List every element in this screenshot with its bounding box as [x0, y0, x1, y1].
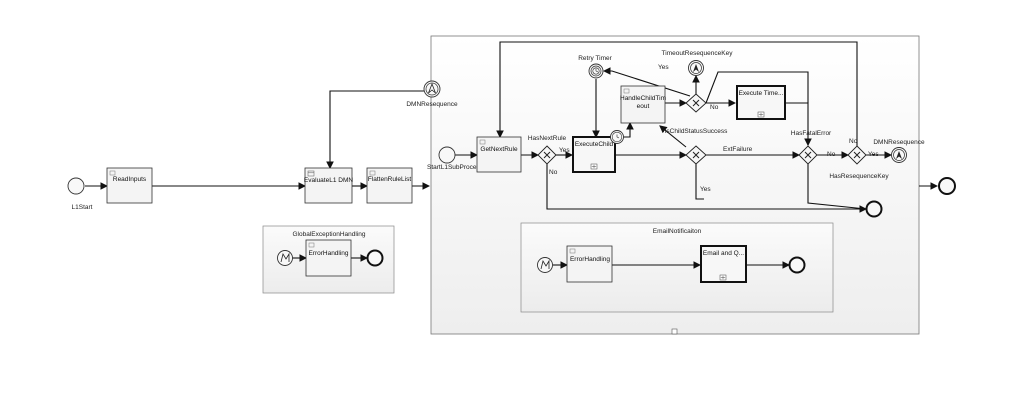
task-execute-time[interactable]: Execute Time... [736, 85, 786, 120]
task-read-inputs-label: ReadInputs [113, 176, 147, 183]
dmn-resequence-right-label: DMNResequence [873, 139, 925, 146]
table-icon [307, 170, 315, 177]
retry-timer-event[interactable] [588, 63, 604, 79]
exclusive-x-icon [853, 151, 861, 159]
task-handle-child-timeout[interactable]: HandleChildTim eout [620, 85, 666, 124]
clock-icon [616, 134, 620, 139]
final-end-event[interactable] [938, 177, 956, 195]
task-type-icon [308, 242, 315, 248]
global-end-event[interactable] [366, 249, 384, 267]
flow-label-no-reseq: No [849, 138, 858, 145]
email-notification-title: EmailNotificaiton [653, 228, 702, 235]
timeout-resequence-key-event[interactable] [688, 60, 704, 76]
gateway-has-resequence-key-label: HasResequenceKey [829, 173, 889, 180]
expand-marker-icon[interactable] [757, 111, 765, 118]
escalation-filled-icon [896, 151, 902, 159]
flow-status-back-timeout[interactable] [659, 125, 687, 148]
task-read-inputs[interactable]: ReadInputs [106, 167, 153, 204]
flow-label-no-fatal: No [827, 151, 836, 158]
task-execute-child[interactable]: ExecuteChild [572, 136, 616, 173]
task-get-next-rule[interactable]: GetNextRule [476, 136, 522, 173]
email-end-event[interactable] [788, 256, 806, 274]
flow-label-ext-failure: ExtFailure [723, 146, 753, 153]
global-exception-title: GlobalExceptionHandling [293, 231, 366, 238]
dmn-resequence-top-label: DMNResequence [406, 101, 458, 108]
task-error-handling-global[interactable]: ErrorHandling [305, 239, 352, 277]
flow-label-yes-reseq: Yes [868, 151, 879, 158]
start-subprocess-event[interactable] [438, 146, 456, 164]
task-handle-child-timeout-label-line1: HandleChildTim [620, 95, 666, 102]
dmn-resequence-right-event[interactable] [891, 147, 907, 163]
flow-timeout-top-loop[interactable] [705, 71, 809, 104]
escalation-filled-icon [693, 64, 699, 72]
dmn-resequence-top-event[interactable] [423, 80, 441, 98]
flow-label-yes-has-next: Yes [559, 147, 570, 154]
task-flatten-rule-list-label: FlattenRuleList [368, 176, 412, 183]
task-get-next-rule-label: GetNextRule [480, 146, 518, 153]
flow-status-yes-down[interactable] [695, 164, 704, 200]
l1start-event[interactable] [67, 177, 85, 195]
gateway-is-child-status-success-label: IsChildStatusSuccess [665, 128, 729, 135]
task-flatten-rule-list[interactable]: FlattenRuleList [366, 167, 413, 204]
error-icon [280, 252, 290, 263]
task-execute-child-label: ExecuteChild [575, 141, 614, 148]
gateway-has-resequence-key[interactable] [847, 145, 867, 165]
exclusive-x-icon [543, 151, 551, 159]
l1start-label: L1Start [72, 204, 93, 211]
error-icon [540, 259, 550, 270]
exclusive-x-icon [804, 151, 812, 159]
task-type-icon [569, 248, 576, 254]
start-subprocess-label: StartL1SubProcess [427, 164, 484, 171]
exclusive-x-icon [692, 99, 700, 107]
task-evaluate-dmn[interactable]: EvaluateL1 DMN [304, 167, 353, 204]
retry-timer-label: Retry Timer [578, 55, 612, 62]
task-email-and-q-label: Email and Q... [703, 250, 744, 257]
exclusive-x-icon [692, 151, 700, 159]
gateway-has-next-rule-label: HasNextRule [528, 135, 567, 142]
gateway-has-fatal-error-label: HasFatalError [791, 130, 832, 137]
global-error-start-event[interactable] [277, 250, 293, 266]
gateway-timeout[interactable] [685, 93, 707, 113]
task-type-icon [109, 170, 116, 176]
flow-hasnext-no[interactable] [546, 164, 868, 213]
task-email-and-q[interactable]: Email and Q... [700, 245, 747, 283]
task-error-handling-global-label: ErrorHandling [308, 250, 348, 257]
email-error-start-event[interactable] [537, 257, 553, 273]
task-evaluate-dmn-label: EvaluateL1 DMN [304, 177, 353, 184]
task-type-icon [479, 139, 486, 145]
task-handle-child-timeout-label-line2: eout [637, 103, 650, 110]
clock-icon [592, 67, 600, 75]
inner-end-event[interactable] [865, 200, 883, 218]
expand-marker-icon[interactable] [719, 274, 727, 281]
task-type-icon [369, 170, 376, 176]
main-subprocess-collapse-marker[interactable] [671, 328, 678, 335]
boundary-timer-event[interactable] [610, 130, 624, 144]
task-error-handling-email[interactable]: ErrorHandling [566, 245, 613, 283]
flow-label-no-timeout: No [710, 104, 719, 111]
gateway-has-next-rule[interactable] [537, 145, 557, 165]
timeout-resequence-key-label: TimeoutResequenceKey [662, 50, 734, 57]
expand-marker-icon[interactable] [590, 163, 598, 170]
flow-reseq-no-loop[interactable] [496, 41, 858, 146]
task-execute-time-label: Execute Time... [739, 90, 784, 97]
flow-label-yes-timeout: Yes [658, 64, 669, 71]
gateway-is-child-status-success[interactable] [685, 145, 707, 165]
flow-label-yes-status: Yes [700, 186, 711, 193]
gateway-has-fatal-error[interactable] [798, 145, 818, 165]
flow-fatal-down[interactable] [807, 164, 867, 210]
task-error-handling-email-label: ErrorHandling [570, 256, 610, 263]
flow-dmnresequence-evaluate[interactable] [326, 90, 424, 170]
escalation-icon [428, 82, 436, 94]
flow-label-no-has-next: No [549, 169, 558, 176]
task-type-icon [623, 88, 630, 94]
